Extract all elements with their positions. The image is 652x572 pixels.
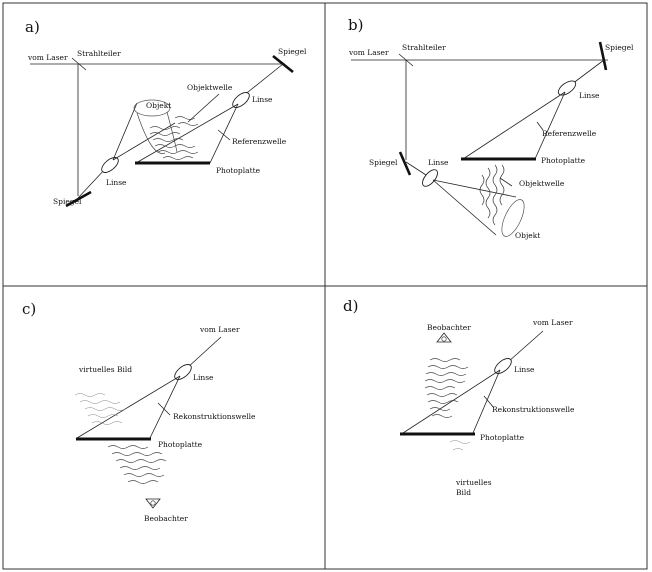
lens-icon — [557, 80, 577, 96]
label-vom-laser: vom Laser — [348, 48, 389, 57]
label-vom-laser: vom Laser — [27, 53, 68, 62]
label-beobachter: Beobachter — [427, 323, 471, 332]
panel-b — [324, 2, 648, 287]
eye-icon — [145, 498, 161, 509]
panel-c-letter: c) — [22, 300, 36, 318]
label-objektwelle: Objektwelle — [519, 179, 565, 188]
label-virtuelles: virtuelles — [455, 478, 492, 487]
panel-d-letter: d) — [343, 297, 358, 315]
mirror-icon — [65, 190, 92, 208]
label-spiegel-left: Spiegel — [369, 158, 398, 167]
panel-a-content: a) — [25, 18, 307, 208]
label-linse: Linse — [514, 365, 535, 374]
panel-d-content: d) Beobachter vom Laser Linse Rekonstruk… — [343, 297, 575, 497]
label-photoplatte: Photoplatte — [480, 433, 525, 442]
label-linse-right: Linse — [252, 95, 273, 104]
label-strahlteiler: Strahlteiler — [402, 43, 446, 52]
label-spiegel-top: Spiegel — [278, 47, 307, 56]
beam-splitter-icon — [71, 57, 87, 71]
lens-icon — [494, 358, 512, 374]
label-spiegel-bottom: Spiegel — [53, 197, 82, 206]
label-linse: Linse — [193, 373, 214, 382]
eye-icon — [436, 332, 452, 343]
label-photoplatte: Photoplatte — [541, 156, 586, 165]
panel-c-content: c) vom Laser virtuelles Bild Linse Rekon… — [22, 300, 256, 523]
label-referenzwelle: Referenzwelle — [542, 129, 597, 138]
label-strahlteiler: Strahlteiler — [77, 49, 121, 58]
object-icon — [501, 199, 525, 237]
panel-d — [324, 285, 648, 570]
label-spiegel-top: Spiegel — [605, 43, 634, 52]
label-objekt: Objekt — [146, 101, 171, 110]
label-referenzwelle: Referenzwelle — [232, 137, 287, 146]
label-bild: Bild — [456, 488, 471, 497]
label-beobachter: Beobachter — [144, 514, 188, 523]
label-photoplatte: Photoplatte — [158, 440, 203, 449]
panel-b-content: b) vom Laser Strahlteiler Spiegel Linse — [348, 16, 634, 240]
label-objektwelle: Objektwelle — [187, 83, 233, 92]
label-rekonstruktionswelle: Rekonstruktionswelle — [492, 405, 575, 414]
label-photoplatte: Photoplatte — [216, 166, 261, 175]
label-linse-left: Linse — [428, 158, 449, 167]
label-objekt: Objekt — [515, 231, 540, 240]
object-icon — [133, 99, 171, 117]
label-virtuelles-bild: virtuelles Bild — [78, 365, 132, 374]
label-linse-top: Linse — [579, 91, 600, 100]
panel-a — [2, 2, 326, 287]
lens-icon — [101, 157, 119, 173]
panel-c — [2, 285, 326, 570]
mirror-icon — [598, 41, 608, 71]
label-linse-left: Linse — [106, 178, 127, 187]
label-vom-laser: vom Laser — [532, 318, 573, 327]
label-vom-laser: vom Laser — [199, 325, 240, 334]
mirror-icon — [398, 151, 412, 176]
panel-a-letter: a) — [25, 18, 40, 36]
label-rekonstruktionswelle: Rekonstruktionswelle — [173, 412, 256, 421]
panel-b-letter: b) — [348, 16, 363, 34]
